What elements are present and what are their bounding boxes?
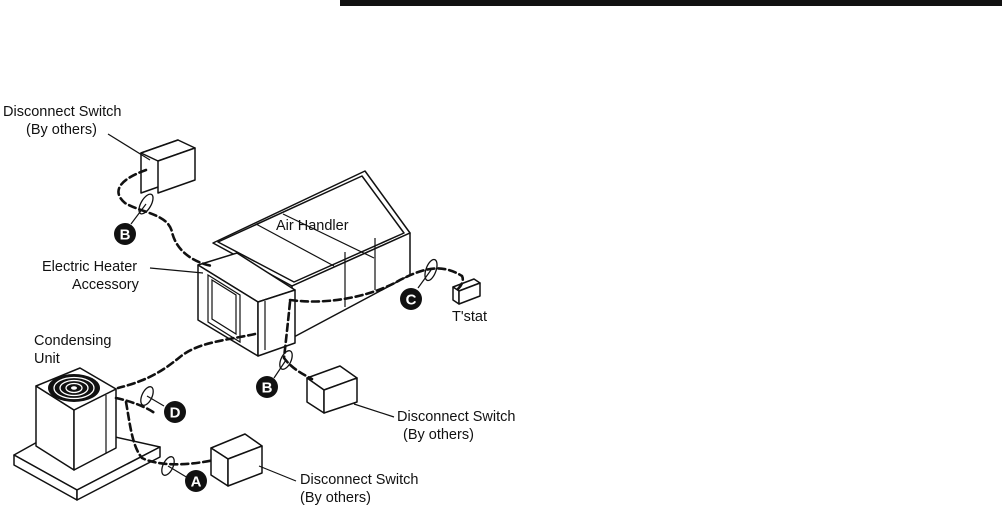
wire-loop-b-mid bbox=[279, 350, 293, 370]
disconnect-mid-label-1: Disconnect Switch bbox=[397, 409, 515, 425]
disconnect-mid-label-2: (By others) bbox=[403, 427, 474, 443]
disconnect-switch-top bbox=[140, 139, 196, 194]
svg-text:D: D bbox=[170, 405, 181, 422]
thermostat bbox=[452, 278, 481, 305]
tstat-label: T'stat bbox=[452, 309, 487, 325]
svg-text:C: C bbox=[406, 292, 417, 309]
disconnect-switch-bottom bbox=[210, 433, 263, 487]
disconnect-switch-mid bbox=[306, 365, 358, 414]
wire-heater-to-condenser bbox=[116, 332, 257, 390]
disconnect-bot-label-1: Disconnect Switch bbox=[300, 472, 418, 488]
disconnect-bot-label-2: (By others) bbox=[300, 490, 371, 506]
wire-a bbox=[124, 400, 216, 466]
svg-text:B: B bbox=[262, 380, 273, 397]
wire-badge-b-top: B bbox=[114, 223, 136, 245]
wire-badge-b-mid: B bbox=[256, 376, 278, 398]
air-handler-label: Air Handler bbox=[276, 218, 349, 234]
wire-badge-c: C bbox=[400, 288, 422, 310]
condensing-label-2: Unit bbox=[34, 351, 60, 367]
wire-d bbox=[114, 396, 158, 416]
wire-loop-c bbox=[424, 258, 438, 282]
heater-leader bbox=[149, 267, 204, 274]
wire-loop-b-top bbox=[138, 193, 154, 215]
heater-label-2: Accessory bbox=[72, 277, 140, 293]
svg-text:A: A bbox=[191, 474, 202, 491]
wire-badge-d: D bbox=[164, 401, 186, 423]
condensing-unit bbox=[13, 367, 161, 501]
wire-badge-a: A bbox=[185, 470, 207, 492]
disconnect-bot-leader bbox=[258, 465, 297, 482]
wire-b-mid bbox=[282, 300, 314, 381]
svg-text:B: B bbox=[120, 227, 131, 244]
disconnect-mid-leader bbox=[353, 403, 395, 418]
condensing-label-1: Condensing bbox=[34, 333, 111, 349]
heater-label-1: Electric Heater bbox=[42, 259, 137, 275]
air-handler bbox=[212, 170, 411, 339]
header-bar bbox=[340, 0, 1002, 6]
disconnect-top-leader bbox=[107, 133, 151, 161]
disconnect-top-label-1: Disconnect Switch bbox=[3, 104, 121, 120]
wire-b-top bbox=[117, 168, 214, 268]
disconnect-top-label-2: (By others) bbox=[26, 122, 97, 138]
wire-c bbox=[288, 267, 465, 303]
